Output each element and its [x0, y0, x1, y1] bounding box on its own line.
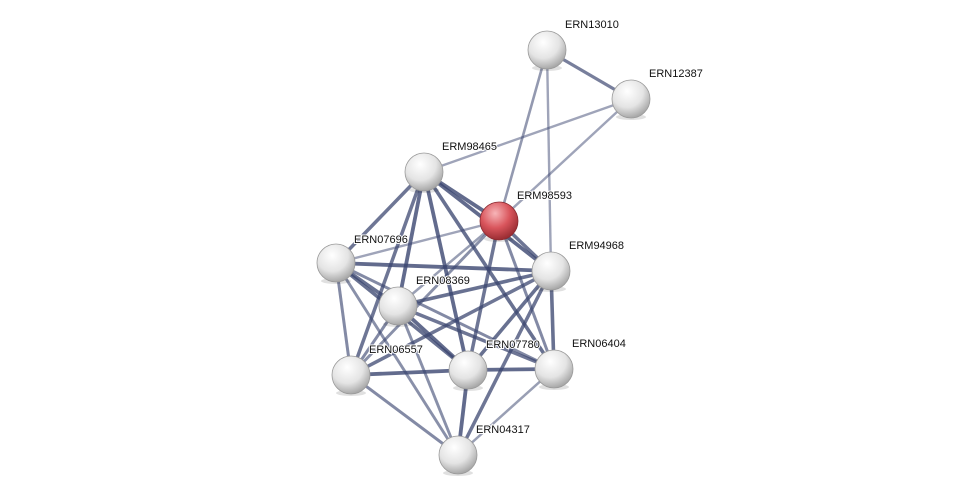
- node-ball[interactable]: [331, 355, 371, 395]
- node-ERN07780[interactable]: ERN07780: [448, 338, 541, 391]
- edge-ERN06557-ERN04317[interactable]: [350, 373, 459, 457]
- edge-ERM94968-ERN04317[interactable]: [456, 270, 553, 456]
- node-ERM98593[interactable]: ERM98593: [479, 189, 573, 242]
- node-label: ERM94968: [569, 240, 624, 252]
- edge-ERN13010-ERM94968[interactable]: [545, 49, 553, 272]
- edge-ERN08369-ERN06404[interactable]: [397, 304, 555, 371]
- node-ball[interactable]: [378, 286, 418, 326]
- node-label: ERN06404: [572, 338, 626, 350]
- node-label: ERN13010: [565, 19, 619, 31]
- node-ball[interactable]: [611, 79, 651, 119]
- edge-ERN13010-ERM98593[interactable]: [497, 49, 549, 222]
- edge-ERM98465-ERN07780[interactable]: [422, 171, 470, 371]
- node-ball[interactable]: [438, 435, 478, 475]
- node-ERN04317[interactable]: ERN04317: [438, 423, 531, 476]
- node-label: ERM98465: [442, 141, 497, 153]
- node-ERM94968[interactable]: ERM94968: [531, 239, 625, 292]
- edge-ERM98465-ERN06557[interactable]: [349, 171, 426, 376]
- edge-ERM94968-ERN08369[interactable]: [397, 269, 552, 308]
- edge-ERM98593-ERN08369[interactable]: [397, 220, 500, 307]
- node-ball[interactable]: [404, 152, 444, 192]
- node-ERN13010[interactable]: ERN13010: [527, 18, 620, 71]
- edge-ERN07696-ERM94968[interactable]: [335, 261, 552, 273]
- edge-ERN12387-ERM98465[interactable]: [423, 97, 632, 174]
- node-ERM98465[interactable]: ERM98465: [404, 140, 498, 193]
- node-ERN07696[interactable]: ERN07696: [316, 233, 409, 284]
- edge-ERM98465-ERN08369[interactable]: [396, 171, 426, 307]
- query-node-ball[interactable]: [479, 201, 519, 241]
- node-label: ERN12387: [649, 68, 703, 80]
- edges-layer: [334, 48, 632, 457]
- edge-ERM98593-ERN07696[interactable]: [335, 219, 500, 265]
- node-ball[interactable]: [534, 349, 574, 389]
- node-label: ERN06557: [369, 344, 423, 356]
- nodes-layer: ERN13010ERN12387ERM98465ERM98593ERN07696…: [316, 18, 704, 476]
- edge-ERN12387-ERM98593[interactable]: [498, 98, 632, 222]
- node-label: ERM98593: [517, 190, 572, 202]
- edge-ERN07696-ERN04317[interactable]: [334, 262, 460, 456]
- edge-ERN06557-ERN07780[interactable]: [350, 368, 469, 377]
- edge-ERN06404-ERN04317[interactable]: [457, 368, 555, 456]
- node-ERN06404[interactable]: ERN06404: [534, 337, 627, 390]
- edge-ERN07696-ERN06404[interactable]: [335, 261, 555, 371]
- node-label: ERN04317: [476, 424, 530, 436]
- node-label: ERN07780: [486, 339, 540, 351]
- edge-ERM98593-ERN07780[interactable]: [466, 220, 501, 371]
- node-ERN06557[interactable]: ERN06557: [331, 343, 424, 396]
- edge-ERM98465-ERN07696[interactable]: [334, 170, 426, 265]
- node-ERN12387[interactable]: ERN12387: [611, 67, 704, 120]
- edge-ERM98593-ERN06404[interactable]: [497, 220, 556, 370]
- node-label: ERN07696: [354, 234, 408, 246]
- node-ERN08369[interactable]: ERN08369: [378, 274, 471, 327]
- node-ball[interactable]: [527, 30, 567, 70]
- node-ball[interactable]: [448, 350, 488, 390]
- node-ball[interactable]: [316, 243, 356, 283]
- node-ball[interactable]: [531, 251, 571, 291]
- edge-ERM94968-ERN06557[interactable]: [350, 269, 552, 377]
- edge-ERM94968-ERN07780[interactable]: [466, 269, 553, 372]
- node-label: ERN08369: [416, 275, 470, 287]
- edge-ERN08369-ERN04317[interactable]: [396, 305, 460, 456]
